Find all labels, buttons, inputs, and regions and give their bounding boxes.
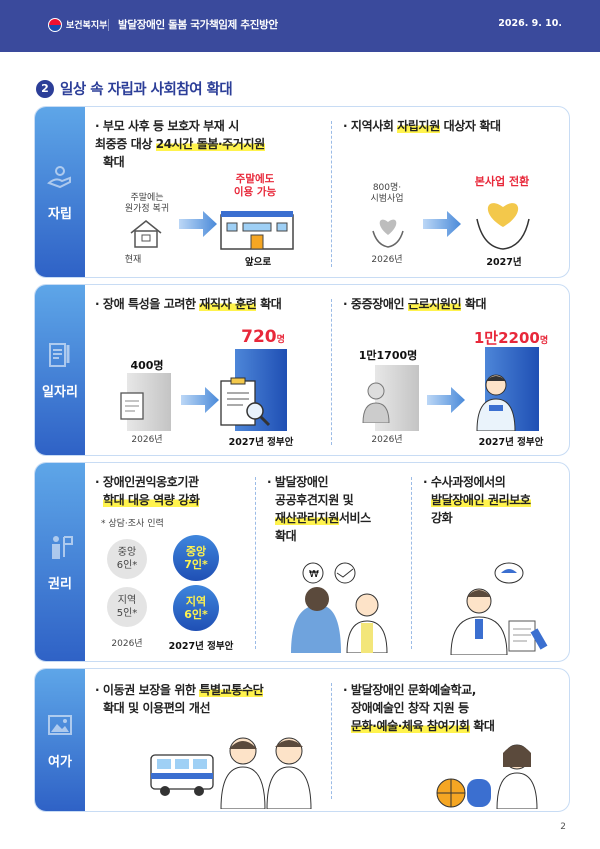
group-home-building-icon (220, 211, 294, 250)
heart-hands-gold-icon (476, 203, 530, 250)
government-emblem-icon (48, 18, 62, 32)
tab-jobs: 일자리 (35, 285, 85, 455)
caption-2026: 2026년 (111, 639, 143, 649)
column-divider (331, 299, 332, 445)
job-training-bullet: · 장애 특성을 고려한 재직자 훈련 확대 (95, 297, 282, 311)
heart-hands-gray-icon (372, 219, 404, 248)
tab-leisure: 여가 (35, 669, 85, 811)
work-assistant-bullet: · 중증장애인 근로지원인 확대 (343, 297, 487, 311)
value-2027: 1만2200명 (473, 329, 549, 347)
after-red-label: 주말에도 이용 가능 (233, 173, 277, 198)
page-number: 2 (560, 822, 566, 832)
document-title: 발달장애인 돌봄 국가책임제 추진방안 (118, 19, 278, 31)
document-date: 2026. 9. 10. (498, 18, 562, 29)
culture-arts-bullet: · 발달장애인 문화예술학교, 장애예술인 창작 지원 등 문화·예술·체육 참… (343, 683, 495, 733)
caption-current: 현재 (124, 255, 142, 265)
section-title: 2 일상 속 자립과 사회참여 확대 (36, 78, 233, 99)
arrow-right-icon (427, 387, 465, 413)
header-bar: 보건복지부 발달장애인 돌봄 국가책임제 추진방안 2026. 9. 10. (0, 0, 600, 52)
clipboard-icon (120, 392, 144, 420)
before-note: 주말에는 원가정 복귀 (124, 193, 170, 214)
special-transport-bullet: · 이동권 보장을 위한 특별교통수단 확대 및 이용편의 개선 (95, 683, 264, 715)
caption-2027: 2027년 (486, 257, 522, 268)
panel-leisure: 여가 · 이동권 보장을 위한 특별교통수단 확대 및 이용편의 개선 · 발달… (34, 668, 570, 812)
central-2026-circle: 중앙 6인* (107, 539, 147, 579)
worker-icon (476, 374, 516, 431)
consultation-illustration: ₩ (291, 562, 388, 653)
column-divider (255, 477, 256, 649)
main-project-label: 본사업 전환 (474, 175, 530, 188)
org-name: 보건복지부 (66, 21, 108, 31)
value-2026: 1만1700명 (358, 349, 418, 362)
care-hand-icon (47, 165, 71, 188)
regional-2026-circle: 지역 5인* (107, 587, 147, 627)
document-pen-icon (49, 342, 70, 367)
panel-rights: 권리 · 장애인권익옹호기관 학대 대응 역량 강화 * 상담·조사 인력 중앙… (34, 462, 570, 662)
investigation-rights-bullet: · 수사과정에서의 발달장애인 권리보호 강화 (423, 475, 531, 525)
independence-support-bullet: · 지역사회 자립지원 대상자 확대 (343, 119, 501, 133)
caption-2027: 2027년 정부안 (168, 641, 234, 652)
central-2027-circle: 중앙 7인* (173, 535, 219, 581)
arrow-right-icon (423, 211, 461, 237)
section-number: 2 (36, 79, 54, 98)
column-divider (411, 477, 412, 649)
caption-2026: 2026년 (131, 435, 163, 445)
panel-jobs: 일자리 · 장애 특성을 고려한 재직자 훈련 확대 400명 720명 202… (34, 284, 570, 456)
value-2027: 720명 (241, 327, 285, 347)
value-2026: 400명 (130, 359, 164, 372)
panel-independence: 자립 · 부모 사후 등 보호자 부재 시 최중증 대상 24시간 돌봄·주거지… (34, 106, 570, 278)
section-title-text: 일상 속 자립과 사회참여 확대 (60, 82, 233, 98)
caption-2027: 2027년 정부안 (478, 437, 544, 448)
house-icon (130, 220, 162, 248)
person-flag-icon (52, 535, 73, 559)
pilot-note: 800명· 시범사업 (370, 183, 404, 204)
magnified-clipboard-icon (220, 377, 271, 427)
picture-frame-icon (48, 714, 72, 735)
caption-2026: 2026년 (371, 255, 403, 265)
investigator-illustration (450, 562, 548, 655)
staff-note: * 상담·조사 인력 (101, 519, 164, 529)
header-divider (108, 19, 109, 31)
tab-rights: 권리 (35, 463, 85, 661)
column-divider (331, 683, 332, 799)
culture-sports-illustration (436, 744, 538, 809)
caption-future: 앞으로 (244, 257, 272, 268)
guardianship-bullet: · 발달장애인 공공후견지원 및 재산관리지원서비스 확대 (267, 475, 371, 543)
bus-and-people-illustration (150, 737, 312, 809)
tab-independence: 자립 (35, 107, 85, 277)
arrow-right-icon (179, 211, 217, 237)
worker-gray-icon (362, 382, 390, 423)
regional-2027-circle: 지역 6인* (173, 585, 219, 631)
svg-text:₩: ₩ (309, 569, 319, 580)
arrow-right-icon (181, 387, 219, 413)
care-housing-bullet: · 부모 사후 등 보호자 부재 시 최중증 대상 24시간 돌봄·주거지원 확… (95, 119, 265, 169)
caption-2026: 2026년 (371, 435, 403, 445)
caption-2027: 2027년 정부안 (228, 437, 294, 448)
advocacy-bullet: · 장애인권익옹호기관 학대 대응 역량 강화 (95, 475, 200, 507)
column-divider (331, 121, 332, 267)
